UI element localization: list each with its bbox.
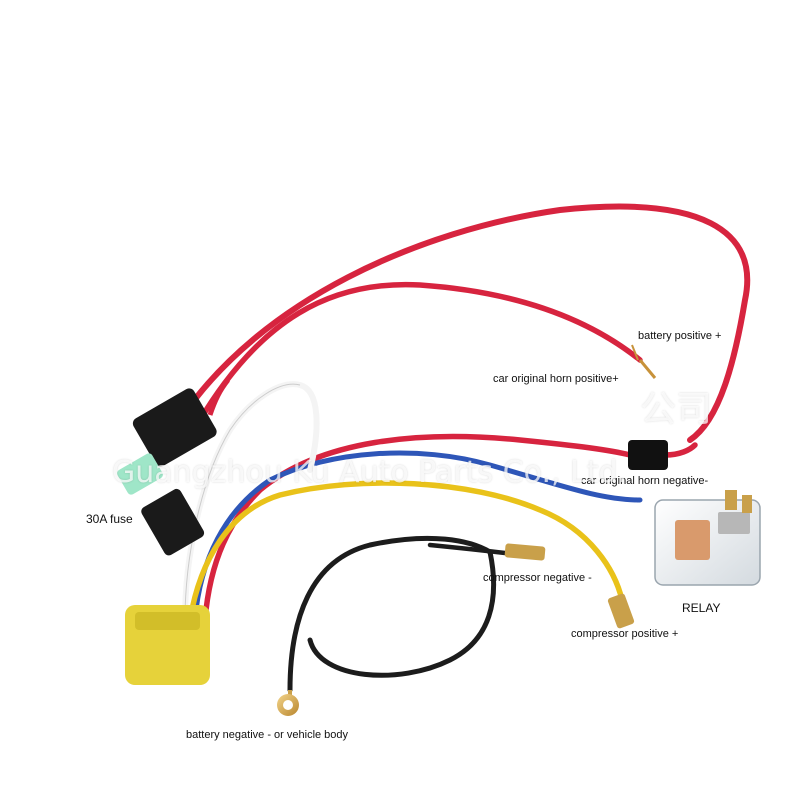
red-wire-battery-positive <box>177 203 751 443</box>
red-wire-horn-positive <box>197 281 643 423</box>
label-battery-positive: battery positive + <box>638 330 722 342</box>
blue-wire <box>192 450 643 623</box>
ring-terminal <box>277 690 299 716</box>
bare-wire-tip-horn-positive <box>638 359 657 379</box>
label-horn-negative: car original horn negative- <box>581 475 709 487</box>
relay-socket-connector <box>125 605 210 685</box>
red-wire-tail <box>662 442 698 458</box>
spade-terminal-compressor-negative <box>504 543 546 561</box>
yellow-wire <box>187 480 625 623</box>
red-wire-connector-lead <box>202 433 633 623</box>
red-wire-fuse-lead <box>207 378 230 416</box>
label-horn-positive: car original horn positive+ <box>493 373 619 385</box>
label-compressor-positive: compressor positive + <box>571 628 679 640</box>
bare-wire-tip-battery-positive <box>631 344 639 361</box>
white-wire-outline <box>184 383 301 621</box>
watermark-company: Guangzhou Ku Auto Parts Co., Ltd. <box>112 455 628 490</box>
watermark-cjk: 公司 <box>640 389 713 430</box>
inline-fuse-plug <box>628 440 668 470</box>
label-compressor-negative: compressor negative - <box>483 572 592 584</box>
label-battery-negative: battery negative - or vehicle body <box>186 729 349 741</box>
fuse-holder <box>117 388 217 556</box>
black-wire-to-terminal <box>427 542 508 556</box>
spade-terminal-compressor-positive <box>607 593 635 629</box>
label-30a-fuse: 30A fuse <box>86 512 133 526</box>
black-ground-wire <box>287 535 497 693</box>
relay <box>654 490 761 586</box>
label-relay: RELAY <box>682 601 721 615</box>
